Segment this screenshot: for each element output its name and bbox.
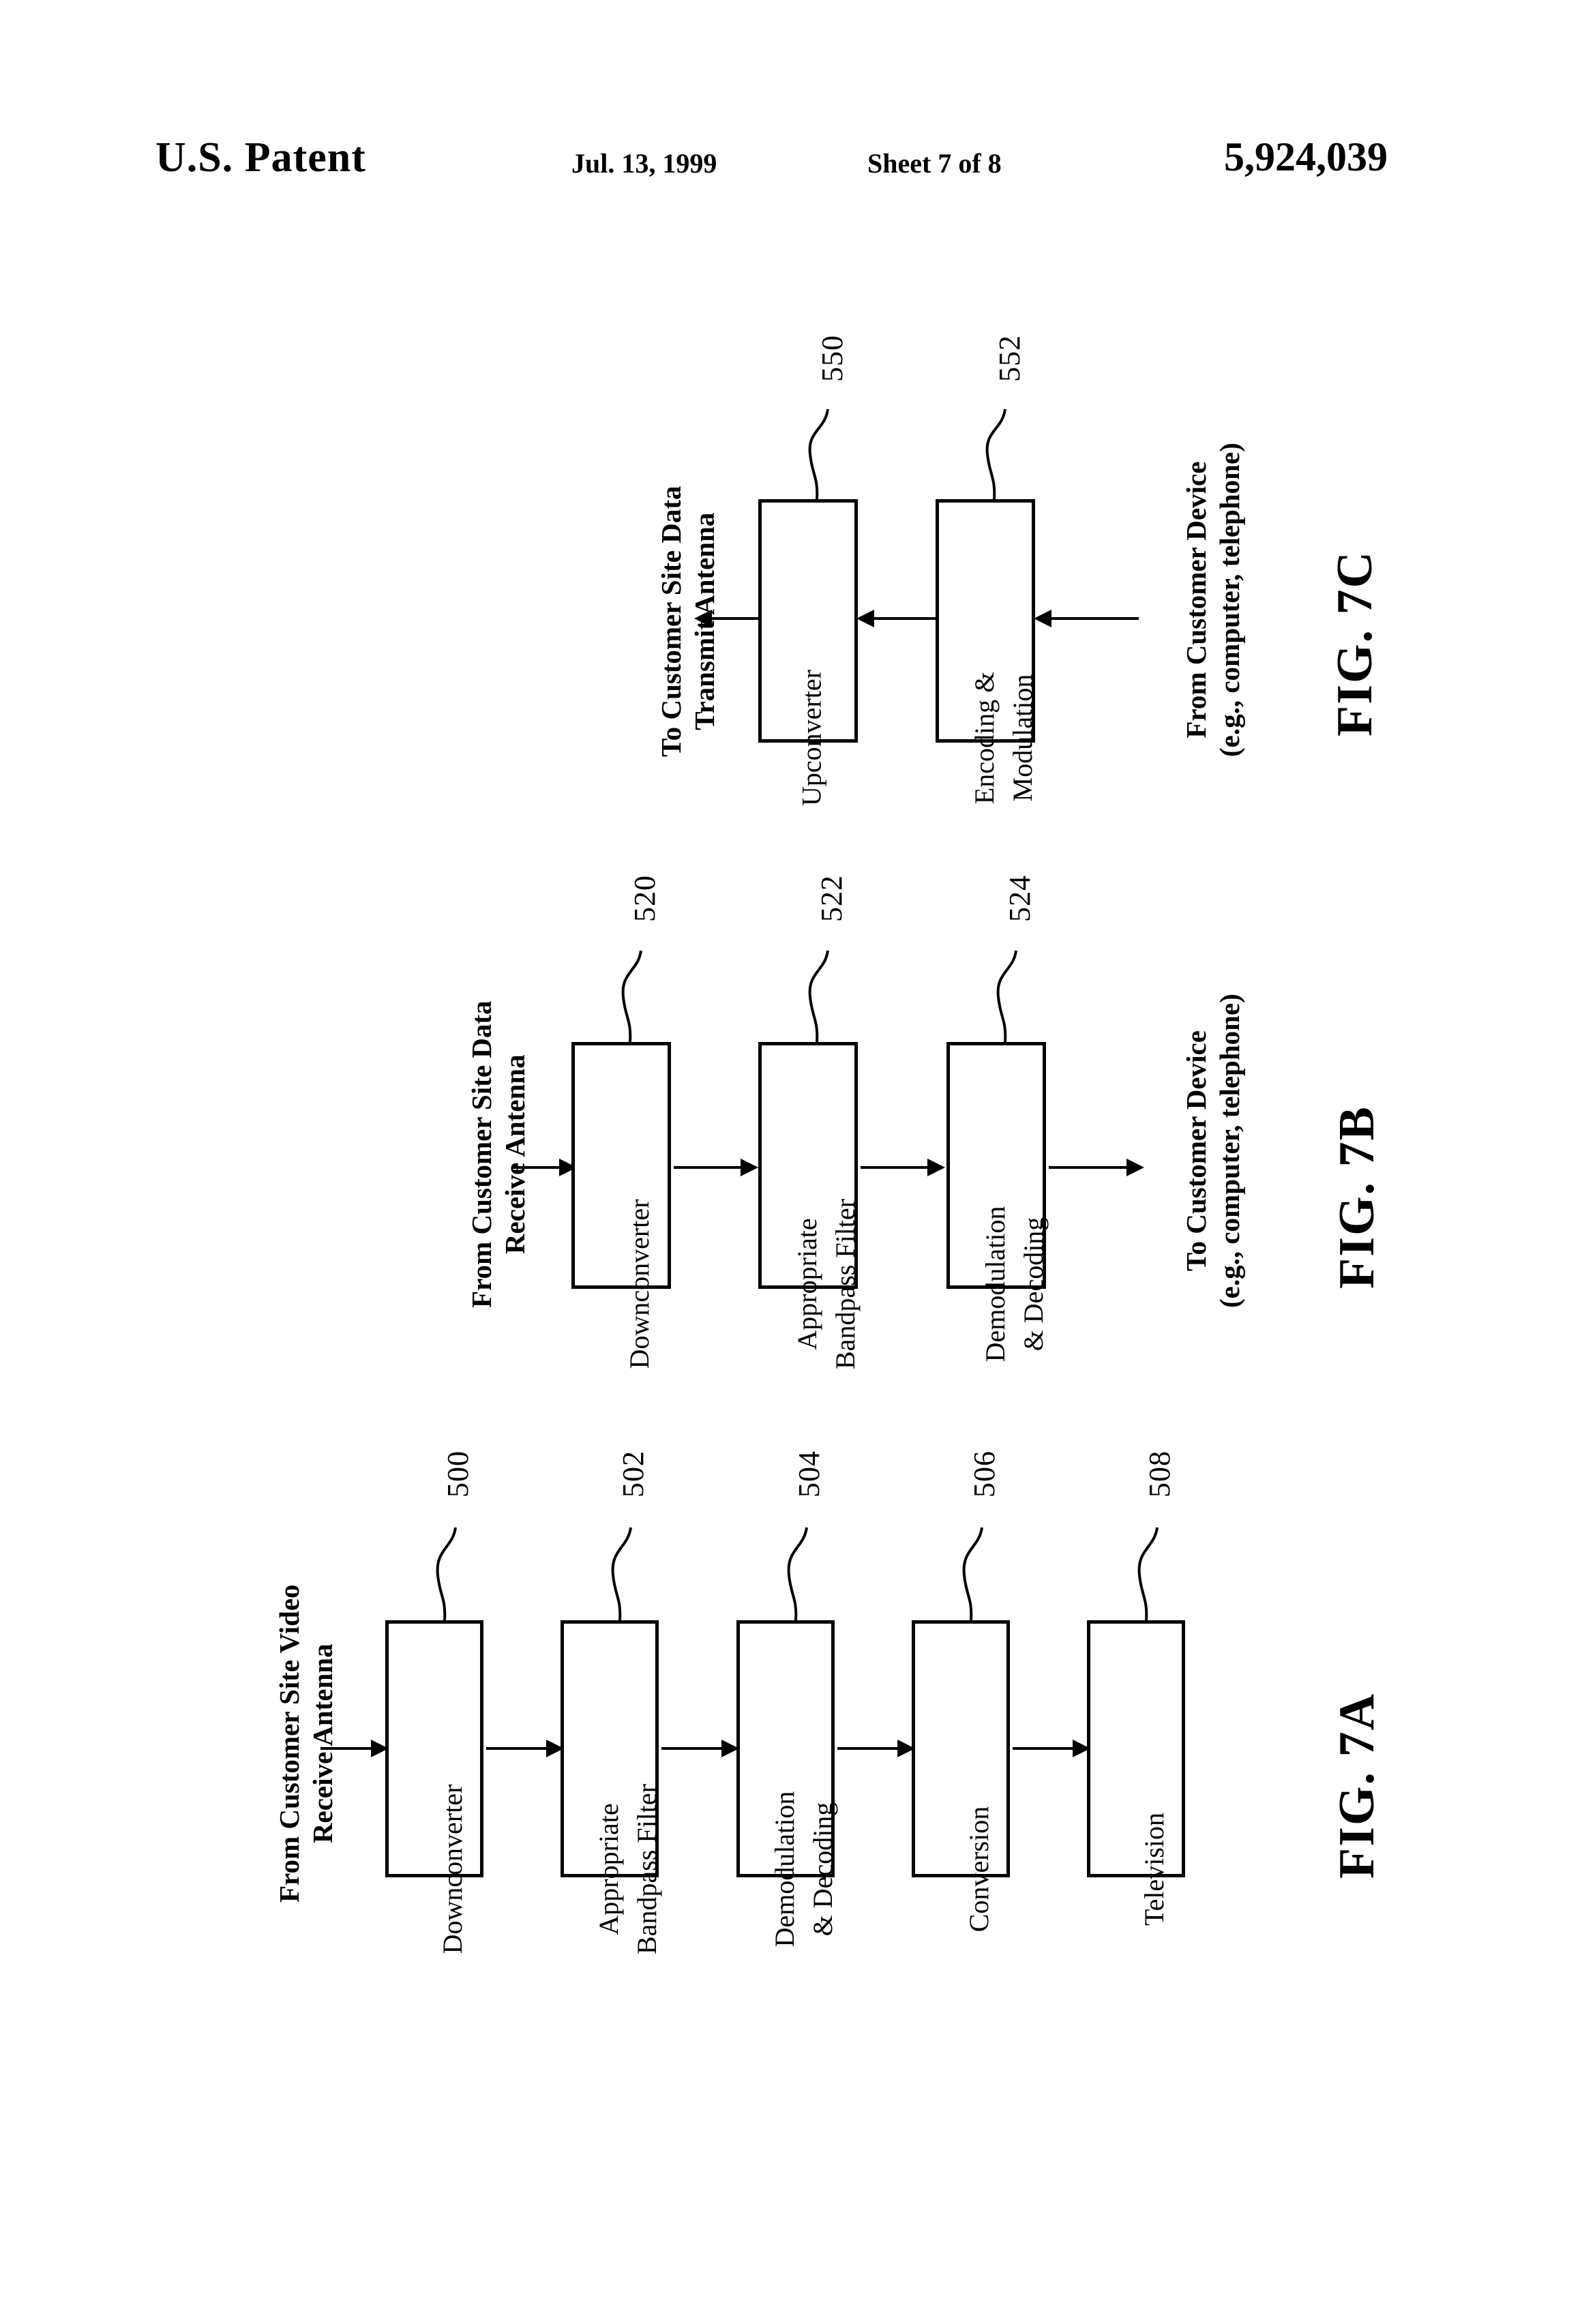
fig7a-link3-line: [837, 1747, 900, 1750]
fig7a-block-conversion-label: Conversion: [964, 1744, 994, 1932]
fig7c-output-caption-line1: To Customer Site Data: [655, 486, 687, 757]
fig7c-encoding-line2: Modulation: [1007, 674, 1038, 802]
fig7b-block-downconverter-label: Downconverter: [624, 1114, 655, 1369]
fig7c-title: FIG. 7C: [1327, 550, 1383, 736]
fig7c-link-arrowhead: [856, 610, 874, 627]
fig7a-link2-line: [661, 1747, 724, 1750]
fig7a-block-television-label: Television: [1139, 1756, 1169, 1926]
fig7a-block-downconverter[interactable]: Downconverter: [385, 1620, 483, 1954]
fig7c-encoding-line1: Encoding &: [969, 671, 1000, 805]
fig7a-leader-502: [611, 1527, 632, 1621]
fig7a-block-demodulation-decoding[interactable]: Demodulation & Decoding: [736, 1620, 838, 1948]
fig7a-bandpass-line2: Bandpass Filter: [631, 1784, 662, 1954]
fig7b-ref-522: 522: [815, 875, 848, 922]
fig7a-input-line: [320, 1747, 375, 1750]
fig7b-output-arrowhead: [1126, 1159, 1144, 1176]
fig7b-output-caption: To Customer Device (e.g., computer, tele…: [1180, 994, 1247, 1308]
fig7b-ref-524: 524: [1003, 875, 1036, 922]
fig7c-input-line: [1038, 617, 1139, 620]
fig7a-leader-504: [787, 1527, 808, 1621]
fig7a-link4-line: [1013, 1747, 1075, 1750]
fig7a-leader-508: [1137, 1527, 1159, 1621]
fig7b-block-demodulation-label: Demodulation: [980, 1128, 1011, 1362]
fig7a-leader-500: [436, 1527, 457, 1621]
fig7c-block-encoding-modulation-label: Encoding &: [969, 606, 1000, 804]
fig7b-block-demodulation-decoding[interactable]: Demodulation & Decoding: [946, 1042, 1049, 1362]
fig7c-block-modulation-label: Modulation: [1007, 610, 1038, 802]
fig7b-output-caption-line1: To Customer Device: [1180, 1030, 1212, 1272]
fig7a-demod-line2: & Decoding: [807, 1802, 838, 1937]
fig7a-leader-506: [962, 1527, 983, 1621]
fig7c-input-arrowhead: [1034, 610, 1051, 627]
fig7a-ref-502: 502: [616, 1450, 650, 1498]
fig7a-ref-506: 506: [968, 1450, 1001, 1498]
fig7a-block-decoding-label: & Decoding: [807, 1735, 838, 1937]
fig7a-bandpass-line1: Appropriate: [593, 1803, 624, 1935]
fig7b-link1-line: [674, 1166, 743, 1169]
fig7a-television-line1: Television: [1139, 1812, 1169, 1926]
fig7c-output-arrowhead: [694, 610, 712, 627]
fig7c-block-upconverter-label: Upconverter: [796, 601, 826, 806]
fig7b-leader-520: [621, 950, 642, 1043]
fig7a-block-demodulation-label: Demodulation: [769, 1713, 800, 1948]
fig7c-link-arrow-line: [861, 617, 936, 620]
fig7b-link1-arrowhead: [741, 1159, 758, 1176]
fig7a-block-conversion[interactable]: Conversion: [912, 1620, 1010, 1932]
fig7c-upconverter-line1: Upconverter: [796, 670, 827, 806]
fig7b-output-line: [1049, 1166, 1129, 1169]
fig7b-link2-line: [861, 1166, 930, 1169]
fig7c-input-caption-line1: From Customer Device: [1180, 461, 1212, 739]
fig7a-block-television[interactable]: Television: [1087, 1620, 1185, 1926]
fig7b-demod-line2: & Decoding: [1018, 1217, 1049, 1352]
patent-office-label: U.S. Patent: [155, 134, 366, 181]
fig7c-block-encoding-modulation[interactable]: Encoding & Modulation: [936, 499, 1038, 804]
fig7a-title: FIG. 7A: [1329, 1693, 1385, 1879]
fig7a-block-bandpass-label: Bandpass Filter: [631, 1699, 662, 1954]
fig7a-block-bandpass-filter[interactable]: Appropriate Bandpass Filter: [561, 1620, 662, 1954]
fig7b-block-bandpass-filter[interactable]: Appropriate Bandpass Filter: [758, 1042, 861, 1369]
fig7b-input-caption-line1: From Customer Site Data: [466, 1000, 497, 1308]
fig7b-leader-524: [996, 950, 1017, 1043]
fig7b-block-bandpass-label: Bandpass Filter: [830, 1114, 861, 1369]
fig7c-input-caption-line2: (e.g., computer, telephone): [1214, 443, 1246, 757]
fig7a-input-caption-line2: Receive Antenna: [307, 1643, 339, 1844]
sheet-number: Sheet 7 of 8: [867, 148, 1002, 179]
fig7b-input-caption-line2: Receive Antenna: [499, 1054, 531, 1255]
fig7a-downconverter-line1: Downconverter: [437, 1784, 468, 1954]
fig7c-ref-550: 550: [816, 335, 849, 382]
fig7a-input-caption-line1: From Customer Site Video: [273, 1584, 305, 1903]
fig7b-downconverter-line1: Downconverter: [624, 1199, 655, 1369]
fig7a-block-appropriate-label: Appropriate: [593, 1738, 624, 1935]
fig7a-conversion-line1: Conversion: [964, 1806, 994, 1933]
patent-date: Jul. 13, 1999: [571, 148, 717, 179]
fig7a-link1-line: [486, 1747, 549, 1750]
fig7a-ref-508: 508: [1143, 1450, 1176, 1498]
fig7a-ref-504: 504: [792, 1450, 826, 1498]
fig7c-ref-552: 552: [993, 335, 1026, 382]
fig7c-output-line: [709, 617, 760, 620]
fig7b-title: FIG. 7B: [1329, 1105, 1385, 1289]
fig7b-demod-line1: Demodulation: [980, 1206, 1011, 1362]
fig7c-input-caption: From Customer Device (e.g., computer, te…: [1180, 443, 1247, 757]
fig7b-bandpass-line2: Bandpass Filter: [830, 1199, 861, 1369]
fig7a-block-downconverter-label: Downconverter: [437, 1699, 468, 1954]
fig7b-bandpass-line1: Appropriate: [792, 1218, 822, 1350]
fig7a-ref-500: 500: [441, 1450, 475, 1498]
fig7b-ref-520: 520: [628, 875, 661, 922]
fig7b-link2-arrowhead: [927, 1159, 945, 1176]
fig7c-block-upconverter[interactable]: Upconverter: [758, 499, 858, 806]
fig7a-demod-line1: Demodulation: [769, 1791, 800, 1948]
fig7b-output-caption-line2: (e.g., computer, telephone): [1214, 994, 1246, 1308]
fig7b-block-decoding-label: & Decoding: [1018, 1150, 1049, 1352]
fig7b-leader-522: [808, 950, 829, 1043]
fig7b-block-downconverter[interactable]: Downconverter: [571, 1042, 671, 1369]
fig7c-leader-550: [808, 408, 829, 500]
fig7b-input-line: [511, 1166, 570, 1169]
fig7c-leader-552: [985, 408, 1006, 500]
patent-number: 5,924,039: [1224, 134, 1388, 179]
fig7a-link2-arrowhead: [721, 1740, 739, 1757]
fig7b-block-appropriate-label: Appropriate: [792, 1152, 822, 1350]
fig7a-input-caption: From Customer Site Video Receive Antenna: [273, 1584, 340, 1903]
fig7b-input-caption: From Customer Site Data Receive Antenna: [465, 1000, 532, 1308]
